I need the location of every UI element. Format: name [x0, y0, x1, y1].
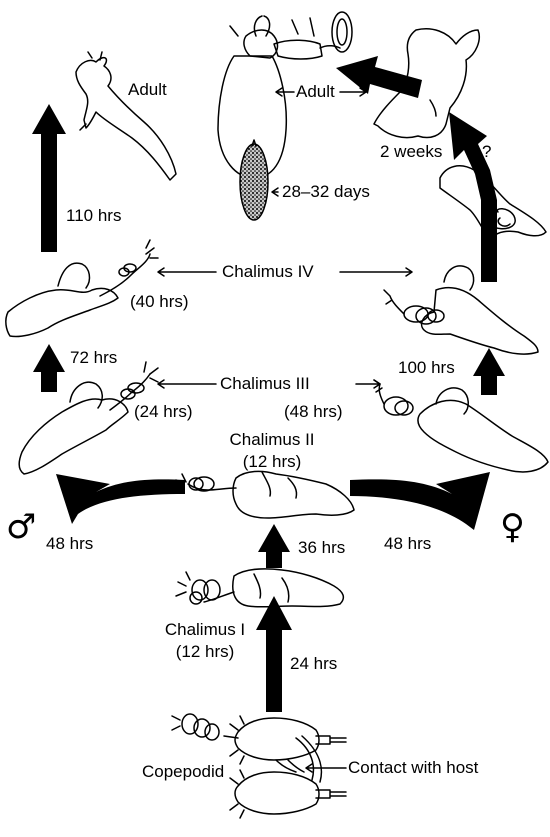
arrow-copepodid-to-chalimus-i	[256, 596, 292, 712]
chalimus-i-duration: (12 hrs)	[150, 642, 260, 662]
uncertain-mark: ?	[482, 142, 491, 162]
copepodid-to-i-duration: 24 hrs	[290, 654, 337, 674]
male-chalimus-iv-duration: (40 hrs)	[130, 292, 189, 312]
chalimus-ii-duration: (12 hrs)	[212, 452, 332, 472]
male-to-adult-duration: 110 hrs	[66, 206, 121, 226]
chalimus-iv-female-icon	[384, 266, 538, 354]
chalimus-iv-male-icon	[6, 240, 158, 337]
female-chalimus-iii-duration: (48 hrs)	[284, 402, 343, 422]
arrow-ii-to-female	[350, 472, 490, 530]
chalimus-iv-label: Chalimus IV	[222, 262, 314, 282]
copepodid-label: Copepodid	[142, 762, 224, 782]
egg-string-days-label: 28–32 days	[282, 182, 370, 202]
arrow-ii-to-male	[56, 474, 185, 524]
chalimus-ii-label: Chalimus II	[212, 430, 332, 450]
chalimus-ii-icon	[176, 471, 354, 518]
chalimus-iii-label: Chalimus III	[220, 374, 310, 394]
female-from-ii-duration: 48 hrs	[384, 534, 431, 554]
female-symbol: ♀	[500, 510, 525, 544]
louse-adult-male-icon	[76, 52, 176, 180]
arrow-male-iv-to-adult	[32, 104, 66, 252]
adult-female-label: Adult	[296, 82, 335, 102]
female-adult-time-label: 2 weeks	[380, 142, 442, 162]
arrow-female-iii-to-iv	[473, 348, 505, 395]
male-to-iv-duration: 72 hrs	[70, 348, 117, 368]
chalimus-i-label: Chalimus I	[150, 620, 260, 640]
egg-string-icon	[240, 140, 268, 220]
male-chalimus-iii-duration: (24 hrs)	[134, 402, 193, 422]
contact-with-host-label: Contact with host	[348, 758, 478, 778]
chalimus-iii-female-icon	[374, 380, 548, 472]
chalimus-i-icon	[176, 569, 343, 607]
adult-male-label: Adult	[128, 80, 167, 100]
arrow-male-iii-to-iv	[33, 344, 65, 392]
male-symbol: ♂	[6, 510, 36, 544]
i-to-ii-duration: 36 hrs	[298, 538, 345, 558]
female-to-iv-duration: 100 hrs	[398, 358, 455, 378]
male-from-ii-duration: 48 hrs	[46, 534, 93, 554]
arrow-chalimus-i-to-ii	[258, 524, 290, 568]
